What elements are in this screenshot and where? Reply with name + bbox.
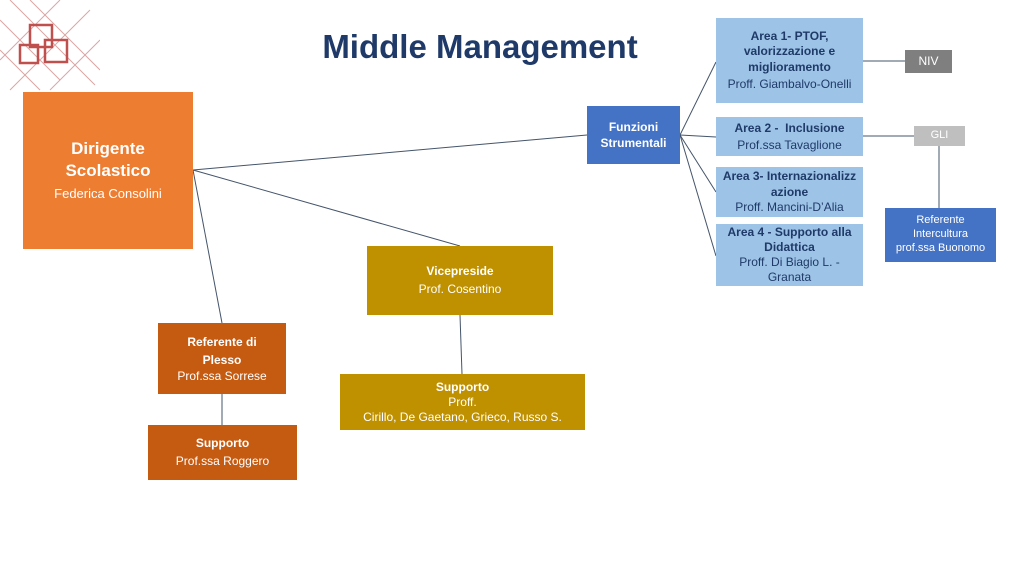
vicepreside-name: Prof. Cosentino: [418, 282, 502, 296]
link-funzioni-area4: [679, 134, 717, 257]
gli-label: GLI: [930, 129, 949, 142]
area1-box: Area 1- PTOF, valorizzazione e miglioram…: [716, 18, 863, 103]
area1-name: Proff. Giambalvo-Onelli: [727, 77, 852, 92]
vicepreside-title: Vicepreside: [426, 264, 494, 278]
link-funzioni-area3: [679, 134, 717, 193]
link-dirigente-referente: [192, 169, 223, 324]
dirigente-name: Federica Consolini: [54, 186, 162, 202]
school-logo-icon: [0, 0, 100, 91]
dirigente-box: Dirigente Scolastico Federica Consolini: [23, 92, 193, 249]
referente-plesso-box: Referente di Plesso Prof.ssa Sorrese: [158, 323, 286, 394]
supporto-plesso-title: Supporto: [195, 436, 250, 450]
referente-intercultura-line1: Referente: [916, 214, 965, 227]
referente-intercultura-box: Referente Intercultura prof.ssa Buonomo: [885, 208, 996, 262]
funzioni-strumentali-title: Funzioni Strumentali: [600, 119, 667, 150]
supporto-plesso-name: Prof.ssa Roggero: [175, 454, 270, 468]
referente-intercultura-name: prof.ssa Buonomo: [895, 241, 986, 254]
area2-box: Area 2 - Inclusione Prof.ssa Tavaglione: [716, 117, 863, 156]
link-vicepreside-supporto: [459, 314, 463, 375]
area4-box: Area 4 - Supporto alla Didattica Proff. …: [716, 224, 863, 286]
area4-title: Area 4 - Supporto alla Didattica: [727, 225, 852, 254]
supporto-vicepreside-title: Supporto: [435, 379, 490, 394]
link-funzioni-area2: [679, 134, 717, 138]
area3-name: Proff. Mancini-D’Alia: [735, 200, 844, 215]
niv-label: NIV: [918, 54, 939, 68]
link-dirigente-vicepreside: [192, 169, 461, 247]
supporto-vicepreside-line1: Proff.: [448, 394, 477, 409]
link-funzioni-area1: [679, 61, 717, 136]
funzioni-strumentali-box: Funzioni Strumentali: [587, 106, 680, 164]
supporto-vicepreside-names: Cirillo, De Gaetano, Grieco, Russo S.: [363, 409, 562, 424]
referente-intercultura-line2: Intercultura: [912, 228, 969, 241]
dirigente-title: Dirigente Scolastico: [65, 139, 151, 181]
supporto-plesso-box: Supporto Prof.ssa Roggero: [148, 425, 297, 480]
area1-title: Area 1- PTOF, valorizzazione e miglioram…: [743, 28, 836, 74]
area3-title: Area 3- Internazionalizzazione: [722, 168, 857, 199]
referente-plesso-title: Referente di Plesso: [187, 335, 257, 367]
gli-box: GLI: [914, 126, 965, 146]
supporto-vicepreside-box: Supporto Proff. Cirillo, De Gaetano, Gri…: [340, 374, 585, 430]
area2-name: Prof.ssa Tavaglione: [737, 137, 842, 152]
vicepreside-box: Vicepreside Prof. Cosentino: [367, 246, 553, 315]
niv-box: NIV: [905, 50, 952, 73]
page-title: Middle Management: [322, 28, 638, 65]
area2-title: Area 2 - Inclusione: [734, 120, 845, 135]
area3-box: Area 3- Internazionalizzazione Proff. Ma…: [716, 167, 863, 217]
area4-name: Proff. Di Biagio L. - Granata: [739, 255, 840, 284]
link-dirigente-funzioni: [192, 134, 588, 171]
referente-plesso-name: Prof.ssa Sorrese: [177, 369, 267, 383]
